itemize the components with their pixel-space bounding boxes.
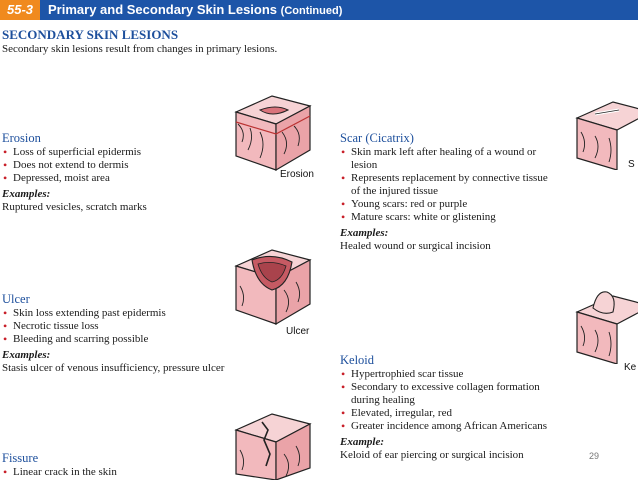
lesion-name: Ulcer <box>2 292 30 306</box>
bullet-item: Depressed, moist area <box>2 172 232 185</box>
header-title: Primary and Secondary Skin Lesions (Cont… <box>48 0 342 21</box>
scar-illustration <box>575 101 638 170</box>
lesion-name: Keloid <box>340 353 375 367</box>
bullet-item: Elevated, irregular, red <box>340 407 565 420</box>
bullet-item: Necrotic tissue loss <box>2 320 242 333</box>
examples-label: Examples: <box>340 227 389 239</box>
header-title-main: Primary and Secondary Skin Lesions <box>48 2 278 17</box>
section-title: SECONDARY SKIN LESIONS <box>2 27 179 42</box>
bullet-item: Loss of superficial epidermis <box>2 146 232 159</box>
figure-label: Erosion <box>280 169 314 180</box>
ulcer-illustration <box>234 249 312 326</box>
fissure-illustration <box>234 413 312 480</box>
bullet-item: Represents replacement by connective tis… <box>340 172 555 198</box>
table-number-tab: 55-3 <box>0 0 40 20</box>
figure-label: Ulcer <box>286 326 310 337</box>
bullet-item: Secondary to excessive collagen formatio… <box>340 381 565 407</box>
keloid-illustration <box>575 291 638 364</box>
bullet-item: Young scars: red or purple <box>340 198 555 211</box>
examples-text: Healed wound or surgical incision <box>340 240 491 252</box>
lesion-ulcer: Ulcer Skin loss extending past epidermis… <box>2 293 242 375</box>
header-title-suffix: (Continued) <box>280 5 343 17</box>
lesion-name: Scar (Cicatrix) <box>340 131 414 145</box>
figure-label: S <box>628 159 635 170</box>
lesion-name: Fissure <box>2 451 39 465</box>
examples-label: Examples: <box>2 188 51 200</box>
bullet-item: Mature scars: white or glistening <box>340 211 555 224</box>
lesion-erosion: Erosion Loss of superficial epidermis Do… <box>2 132 232 214</box>
figure-label: Ke <box>624 362 637 373</box>
header-bar: 55-3 Primary and Secondary Skin Lesions … <box>0 0 638 20</box>
bullet-item: Linear crack in the skin <box>2 466 232 479</box>
examples-text: Stasis ulcer of venous insufficiency, pr… <box>2 362 225 374</box>
lesion-fissure: Fissure Linear crack in the skin <box>2 451 232 480</box>
examples-label: Example: <box>340 436 384 448</box>
erosion-illustration <box>234 95 312 172</box>
section-intro: Secondary skin lesions result from chang… <box>2 43 278 55</box>
page-number: 29 <box>589 451 600 461</box>
examples-text: Keloid of ear piercing or surgical incis… <box>340 449 524 461</box>
bullet-item: Greater incidence among African American… <box>340 420 565 433</box>
lesion-scar: Scar (Cicatrix) Skin mark left after hea… <box>340 132 555 253</box>
bullet-item: Bleeding and scarring possible <box>2 333 242 346</box>
lesion-name: Erosion <box>2 131 41 145</box>
bullet-item: Does not extend to dermis <box>2 159 232 172</box>
bullet-item: Skin loss extending past epidermis <box>2 307 242 320</box>
lesion-keloid: Keloid Hypertrophied scar tissue Seconda… <box>340 354 565 462</box>
bullet-item: Hypertrophied scar tissue <box>340 368 565 381</box>
examples-text: Ruptured vesicles, scratch marks <box>2 201 147 213</box>
bullet-item: Skin mark left after healing of a wound … <box>340 146 555 172</box>
examples-label: Examples: <box>2 349 51 361</box>
